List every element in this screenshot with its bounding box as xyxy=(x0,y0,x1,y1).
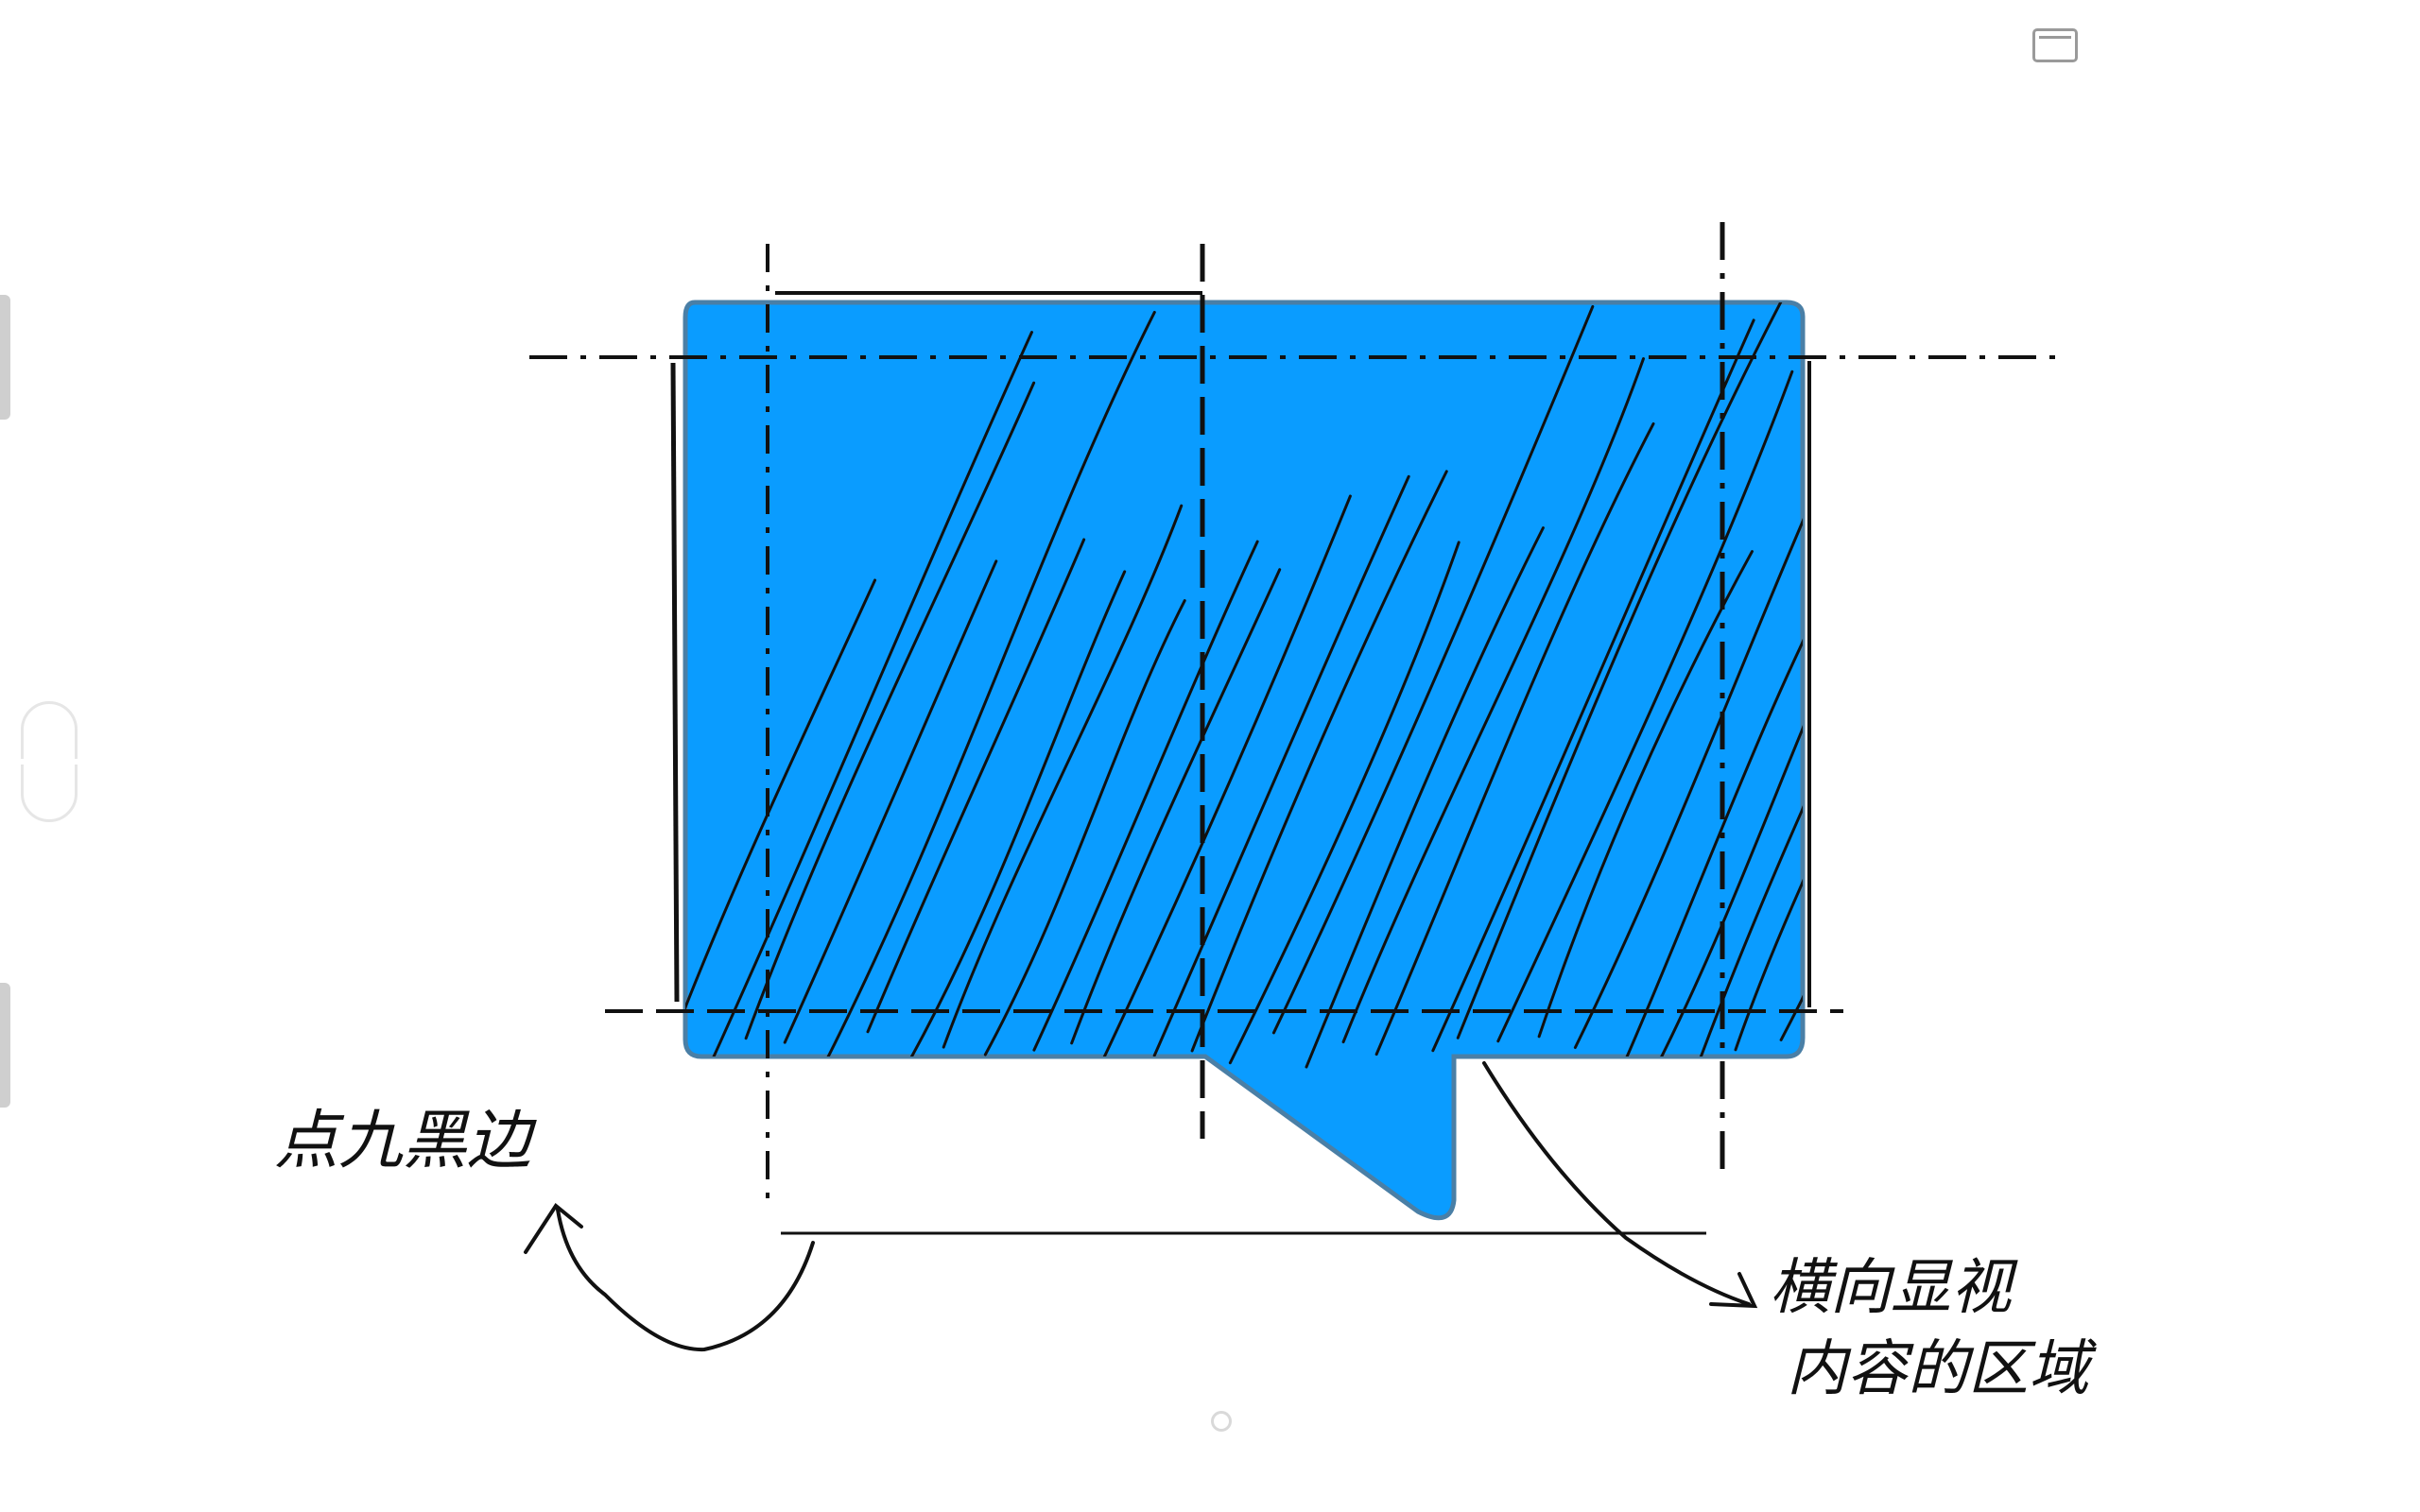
hatch-stroke xyxy=(1824,507,2066,1058)
hatch-stroke xyxy=(1228,541,1461,1065)
hatch-stroke xyxy=(1496,369,1794,1043)
nine-patch-black-edges xyxy=(670,291,1811,1235)
hatch-stroke xyxy=(1341,357,1646,1044)
hatch-stroke xyxy=(685,578,877,1049)
hatch-stroke xyxy=(708,331,1033,1067)
hatching-strokes xyxy=(685,302,2272,1070)
hatch-stroke xyxy=(942,504,1184,1049)
hatch-stroke xyxy=(1032,540,1259,1052)
hatch-stroke xyxy=(1271,304,1595,1035)
hatch-stroke xyxy=(1658,528,1803,1061)
left-edge-tab-top[interactable] xyxy=(0,295,10,420)
hatch-stroke xyxy=(1537,550,1754,1039)
hatch-stroke xyxy=(1903,493,2148,1051)
hatch-stroke xyxy=(983,599,1186,1057)
hatch-stroke xyxy=(1942,584,2147,1052)
hatch-stroke xyxy=(1456,302,1784,1040)
hatch-stroke xyxy=(821,310,1156,1068)
right-note-line2: 内容的区域 xyxy=(1787,1334,2097,1404)
hatch-stroke xyxy=(1431,318,1755,1053)
hatch-stroke xyxy=(1980,371,2272,1034)
hatch-stroke xyxy=(1573,330,1803,1050)
hatch-stroke xyxy=(1779,494,1803,1041)
hatch-stroke xyxy=(783,559,998,1044)
page-indicator-icon[interactable] xyxy=(1211,1411,1232,1432)
side-panel-handle[interactable] xyxy=(21,701,78,822)
right-note-line1: 横向显视 xyxy=(1770,1253,2018,1323)
hatch-stroke xyxy=(744,381,1036,1040)
hatch-stroke xyxy=(1854,575,2069,1066)
hatch-stroke xyxy=(1305,526,1545,1069)
left-edge-tab-bottom[interactable] xyxy=(0,983,10,1108)
hatch-stroke xyxy=(1695,422,1803,1070)
hatch-stroke xyxy=(1734,477,1803,1052)
hatch-stroke xyxy=(909,570,1127,1059)
fullscreen-icon[interactable] xyxy=(2032,28,2078,62)
speech-bubble-shape xyxy=(683,300,1806,1221)
hatch-stroke xyxy=(1152,474,1410,1057)
left-note-arrow xyxy=(524,1203,815,1352)
right-note-arrow xyxy=(1482,1061,1758,1309)
hatch-stroke xyxy=(1190,470,1448,1053)
hatch-stroke xyxy=(1098,494,1352,1068)
nine-patch-guides xyxy=(529,222,2061,1200)
hatch-stroke xyxy=(1070,568,1282,1045)
hatch-stroke xyxy=(866,538,1086,1034)
hatch-stroke xyxy=(1374,421,1655,1057)
hatch-stroke xyxy=(1621,541,1803,1068)
left-note-label: 点九黑边 xyxy=(274,1104,537,1178)
